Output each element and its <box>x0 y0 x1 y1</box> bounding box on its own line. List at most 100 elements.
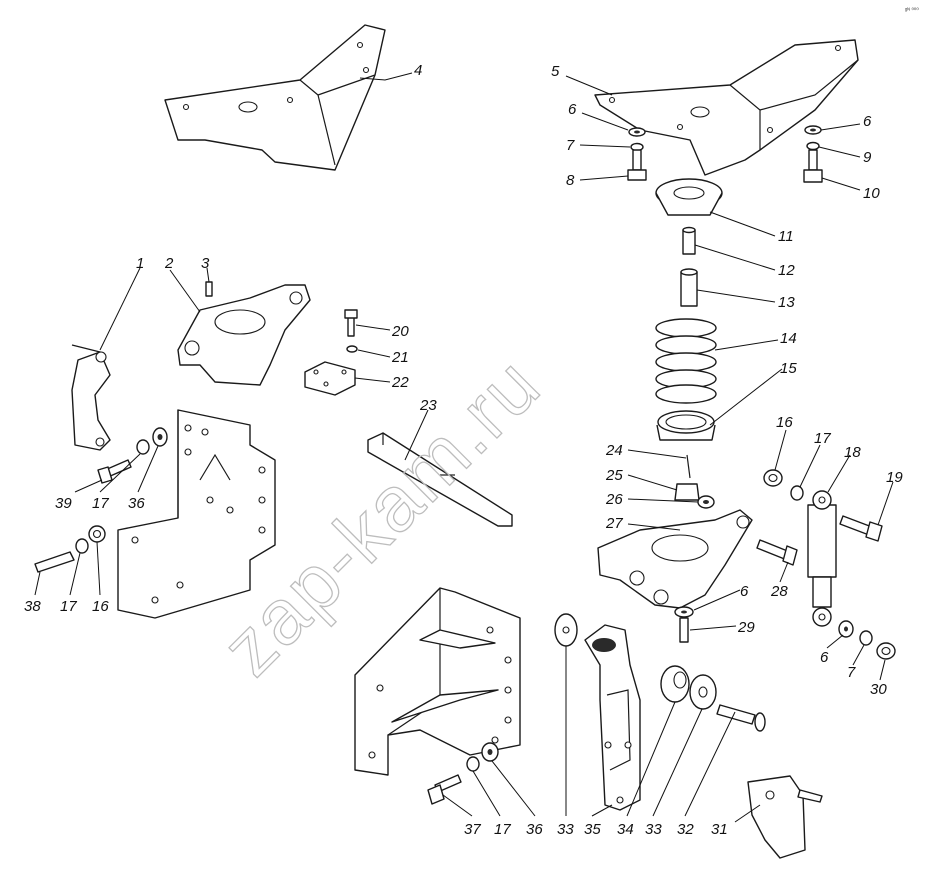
part-22-plate <box>304 361 356 396</box>
part-25-castle-nut <box>674 483 700 501</box>
part-16-nut-left <box>88 525 106 543</box>
callout-5: 5 <box>551 63 560 80</box>
callout-13: 13 <box>778 294 795 311</box>
part-24-cotter-pin <box>686 454 691 479</box>
callout-10: 10 <box>863 185 880 202</box>
leader-6a <box>581 112 629 131</box>
leader-7a <box>579 144 631 148</box>
leader-16 <box>774 429 787 471</box>
part-3-pin <box>205 281 213 297</box>
leader-6c <box>693 589 741 611</box>
leader-28 <box>779 561 789 583</box>
leader-22 <box>354 377 391 383</box>
callout-16: 16 <box>92 598 109 615</box>
part-29-bolt <box>679 617 689 643</box>
part-35-link-arm <box>584 624 641 811</box>
callout-4: 4 <box>414 62 422 79</box>
leader-33b <box>652 708 703 817</box>
callout-3: 3 <box>201 255 210 272</box>
part-5-bracket <box>594 39 859 176</box>
part-38-stud <box>34 551 75 573</box>
frame-bracket-center <box>354 587 521 776</box>
part-6-washer-lower <box>674 606 694 618</box>
part-34-bushing <box>660 665 690 703</box>
leader-29 <box>689 625 737 631</box>
callout-6: 6 <box>740 583 749 600</box>
part-17-lock-washer-left <box>136 439 150 455</box>
part-36-washer-center <box>481 742 499 762</box>
part-7-lock-washer-shock <box>859 630 873 646</box>
callout-18: 18 <box>844 444 861 461</box>
callout-36: 36 <box>526 821 543 838</box>
part-12-stud <box>682 226 696 255</box>
leader-30 <box>879 659 886 681</box>
part-8-bolt <box>627 149 647 181</box>
callout-29: 29 <box>737 619 755 636</box>
leader-34 <box>626 701 676 817</box>
part-1-bracket <box>71 344 111 451</box>
callout-32: 32 <box>677 821 694 838</box>
leader-12 <box>694 244 776 271</box>
callout-17: 17 <box>494 821 511 838</box>
part-33-washer-top <box>554 613 578 647</box>
leader-1 <box>99 267 141 351</box>
part-6-washer-shock <box>838 620 854 638</box>
callout-2: 2 <box>164 255 174 272</box>
leader-11 <box>709 211 776 237</box>
part-11-spring-seat <box>655 178 723 216</box>
leader-37 <box>442 794 473 817</box>
leader-2 <box>169 269 201 313</box>
callout-1: 1 <box>136 255 144 272</box>
callout-23: 23 <box>419 397 437 414</box>
part-36-washer-left <box>152 427 168 447</box>
callout-16: 16 <box>776 414 793 431</box>
leader-17c <box>69 552 81 596</box>
part-16-nut <box>763 469 783 487</box>
leader-6d <box>826 634 844 649</box>
callout-17: 17 <box>60 598 77 615</box>
callout-34: 34 <box>617 821 634 838</box>
leader-9 <box>818 146 861 158</box>
callout-15: 15 <box>780 360 797 377</box>
leader-31 <box>734 804 761 823</box>
leader-20 <box>355 324 391 331</box>
leader-39 <box>74 479 103 493</box>
leader-36b <box>491 760 536 817</box>
callout-39: 39 <box>55 495 72 512</box>
part-19-bolt <box>839 515 883 542</box>
leader-26 <box>627 498 699 503</box>
part-39-bolt <box>97 459 132 484</box>
leader-18 <box>827 454 851 493</box>
leader-16b <box>96 541 101 596</box>
corner-mark: ᵍᴺ ⁰⁰⁰ <box>905 7 919 14</box>
leader-3 <box>206 267 210 283</box>
part-17-lock-washer-lower-left <box>75 538 89 554</box>
leader-15 <box>709 368 783 426</box>
callout-36: 36 <box>128 495 145 512</box>
leader-4 <box>359 72 413 81</box>
callout-19: 19 <box>886 469 903 486</box>
leader-27 <box>627 523 681 531</box>
callout-6: 6 <box>820 649 829 666</box>
callout-6: 6 <box>863 113 872 130</box>
leader-32 <box>684 711 736 817</box>
callout-28: 28 <box>770 583 788 600</box>
leader-7b <box>852 644 865 666</box>
part-28-bolt <box>756 539 798 566</box>
callout-7: 7 <box>847 664 856 681</box>
leader-25 <box>627 474 678 491</box>
callout-6: 6 <box>568 101 577 118</box>
part-32-pin <box>716 704 766 732</box>
leader-17b <box>99 453 141 493</box>
part-13-spacer <box>680 268 698 307</box>
part-30-nut <box>876 642 896 660</box>
callout-26: 26 <box>605 491 623 508</box>
callout-11: 11 <box>778 228 794 245</box>
callout-27: 27 <box>605 515 623 532</box>
part-4-bracket <box>164 24 386 171</box>
frame-bracket-left <box>117 409 276 619</box>
callout-22: 22 <box>391 374 409 391</box>
callout-37: 37 <box>464 821 481 838</box>
